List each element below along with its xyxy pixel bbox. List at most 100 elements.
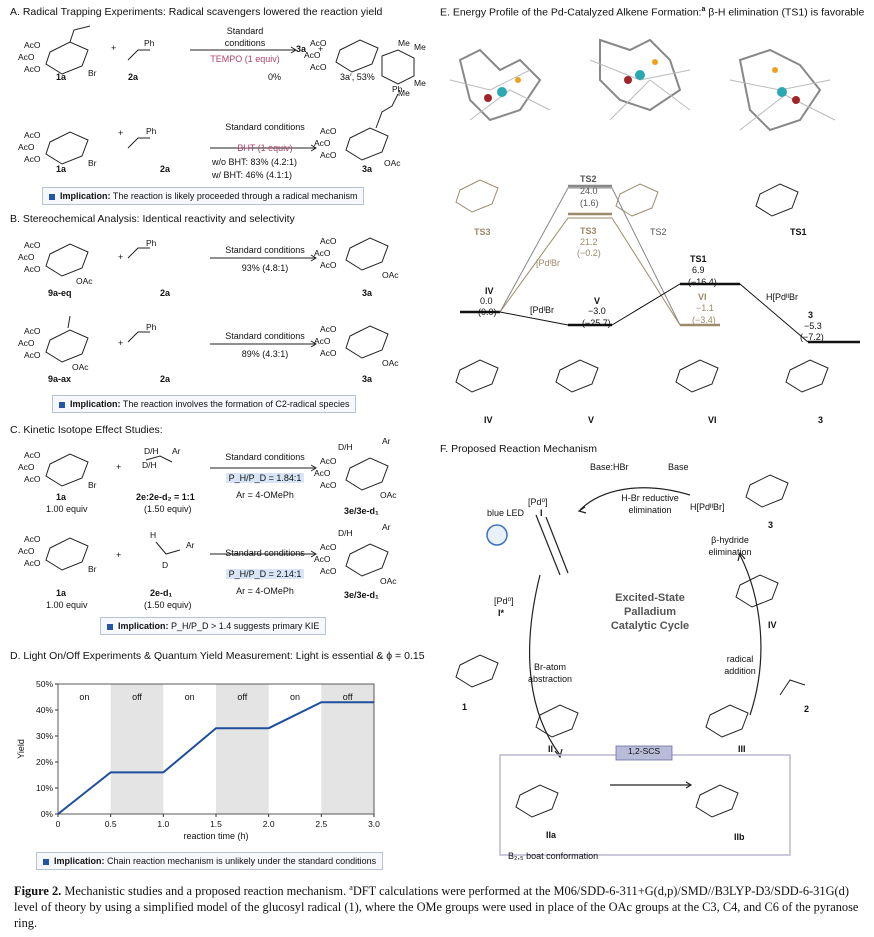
plus-sign: +: [318, 44, 324, 54]
hpdbr-label: H[PdᴵᴵBr]: [690, 502, 725, 512]
region-label: off: [237, 692, 247, 702]
svg-text:AcO: AcO: [18, 338, 35, 348]
pd0-label: [Pd⁰]: [528, 497, 548, 507]
condition-text: Standard conditions: [225, 548, 305, 558]
kie-ratio-2: P_H/P_D = 2.14:1: [210, 569, 320, 579]
product-label: 3a: [362, 164, 373, 174]
energy-value: (−25.7): [582, 318, 611, 328]
condition-text: conditions: [224, 38, 266, 48]
svg-text:AcO: AcO: [320, 324, 337, 334]
svg-text:AcO: AcO: [18, 546, 35, 556]
energy-value: −3.0: [588, 306, 606, 316]
cycle-center-label: Palladium: [624, 606, 676, 618]
plus-sign: +: [116, 462, 122, 472]
yield-line: [57, 701, 374, 815]
compound-label: 1a: [56, 588, 67, 598]
tempo-ring: [381, 49, 415, 85]
plus-sign: +: [118, 128, 124, 138]
styrene-2a: [127, 49, 150, 61]
compound-label: 1a: [56, 492, 67, 502]
plus-sign: +: [118, 338, 124, 348]
structure-label: 3: [818, 415, 824, 425]
structure-label: II: [548, 744, 554, 754]
svg-text:Ar: Ar: [172, 446, 181, 456]
panel-a-subtitle: Radical scavengers lowered the reaction …: [168, 6, 383, 18]
svg-text:Br: Br: [88, 68, 97, 78]
svg-text:OAc: OAc: [382, 358, 399, 368]
panel-a-title: A. Radical Trapping Experiments: Radical…: [10, 6, 382, 18]
svg-text:AcO: AcO: [314, 138, 331, 148]
compound-label: 2e-d₁: [150, 588, 173, 598]
step-label: abstraction: [527, 674, 573, 684]
pdbr-label: [PdᴵBr: [530, 305, 555, 315]
svg-text:AcO: AcO: [314, 554, 331, 564]
svg-text:Ar: Ar: [186, 540, 195, 550]
compound-label: 9a-eq: [48, 288, 72, 298]
svg-text:Me: Me: [414, 42, 426, 52]
compound-label: 1a: [56, 164, 67, 174]
x-tick-label: 3.0: [368, 819, 380, 829]
svg-text:AcO: AcO: [320, 260, 337, 270]
scs-label: 1,2-SCS: [627, 746, 661, 756]
svg-text:D/H: D/H: [338, 442, 353, 452]
svg-text:OAc: OAc: [382, 270, 399, 280]
svg-text:OAc: OAc: [380, 576, 397, 586]
compound-label: 9a-ax: [48, 374, 72, 384]
y-tick-label: 0%: [41, 809, 54, 819]
energy-value: (−3.4): [692, 315, 716, 325]
x-tick-label: 1.5: [210, 819, 222, 829]
svg-text:AcO: AcO: [310, 62, 327, 72]
svg-text:AcO: AcO: [18, 462, 35, 472]
svg-text:AcO: AcO: [320, 566, 337, 576]
structure-label: 2: [804, 704, 810, 714]
condition-text: Standard conditions: [225, 122, 305, 132]
product-label: 3a: [362, 288, 373, 298]
yield-text: 89% (4.3:1): [241, 349, 289, 359]
energy-value: −5.3: [804, 321, 822, 331]
sugar-ring-3a-row2: [345, 127, 389, 161]
condition-text: Ar = 4-OMePh: [236, 490, 294, 500]
region-label: on: [185, 692, 195, 702]
product-label: 3e/3e-d₁: [344, 590, 379, 600]
plus-sign: +: [116, 550, 122, 560]
off-region-shade: [216, 684, 269, 814]
equiv-text: (1.50 equiv): [144, 600, 192, 610]
region-label: on: [290, 692, 300, 702]
energy-value: 21.2: [580, 237, 598, 247]
svg-text:AcO: AcO: [24, 450, 41, 460]
pd0-excited-label: [Pd⁰]: [494, 596, 514, 606]
svg-text:AcO: AcO: [320, 126, 337, 136]
cycle-center-label: Excited-State: [615, 592, 685, 604]
structure-label: TS1: [790, 227, 807, 237]
svg-text:D: D: [162, 560, 168, 570]
scs-badge: [615, 745, 673, 761]
state-label: TS2: [580, 174, 597, 184]
panel-e-title: E. Energy Profile of the Pd-Catalyzed Al…: [440, 6, 865, 19]
energy-value: (0.0): [478, 307, 497, 317]
yield-text: 0%: [268, 72, 282, 82]
catalyst-label: I: [540, 508, 543, 518]
product-label: 3a′, 53%: [340, 72, 375, 82]
svg-text:D/H: D/H: [338, 528, 353, 538]
compound-label: 1a: [56, 72, 67, 82]
path-ts2: [499, 187, 681, 326]
intermediate-box: [499, 754, 791, 856]
sugar-ring-3a-prime: [335, 39, 379, 73]
implication-box-b: Implication: The reaction involves the f…: [52, 395, 357, 413]
x-axis-label: reaction time (h): [183, 831, 248, 841]
structure-label: TS3: [474, 227, 491, 237]
svg-text:AcO: AcO: [18, 142, 35, 152]
svg-text:D/H: D/H: [142, 460, 157, 470]
bht-condition: BHT (1 equiv): [237, 143, 293, 153]
structure-label: 1: [462, 702, 468, 712]
energy-value: (−0.2): [577, 248, 601, 258]
condition-text: w/o BHT: 83% (4.2:1): [212, 157, 298, 167]
step-label: β-hydride: [711, 535, 749, 545]
x-tick-label: 1.0: [157, 819, 169, 829]
panel-f-title: F. Proposed Reaction Mechanism: [440, 443, 597, 455]
svg-text:AcO: AcO: [24, 534, 41, 544]
region-label: off: [343, 692, 353, 702]
svg-text:AcO: AcO: [320, 348, 337, 358]
